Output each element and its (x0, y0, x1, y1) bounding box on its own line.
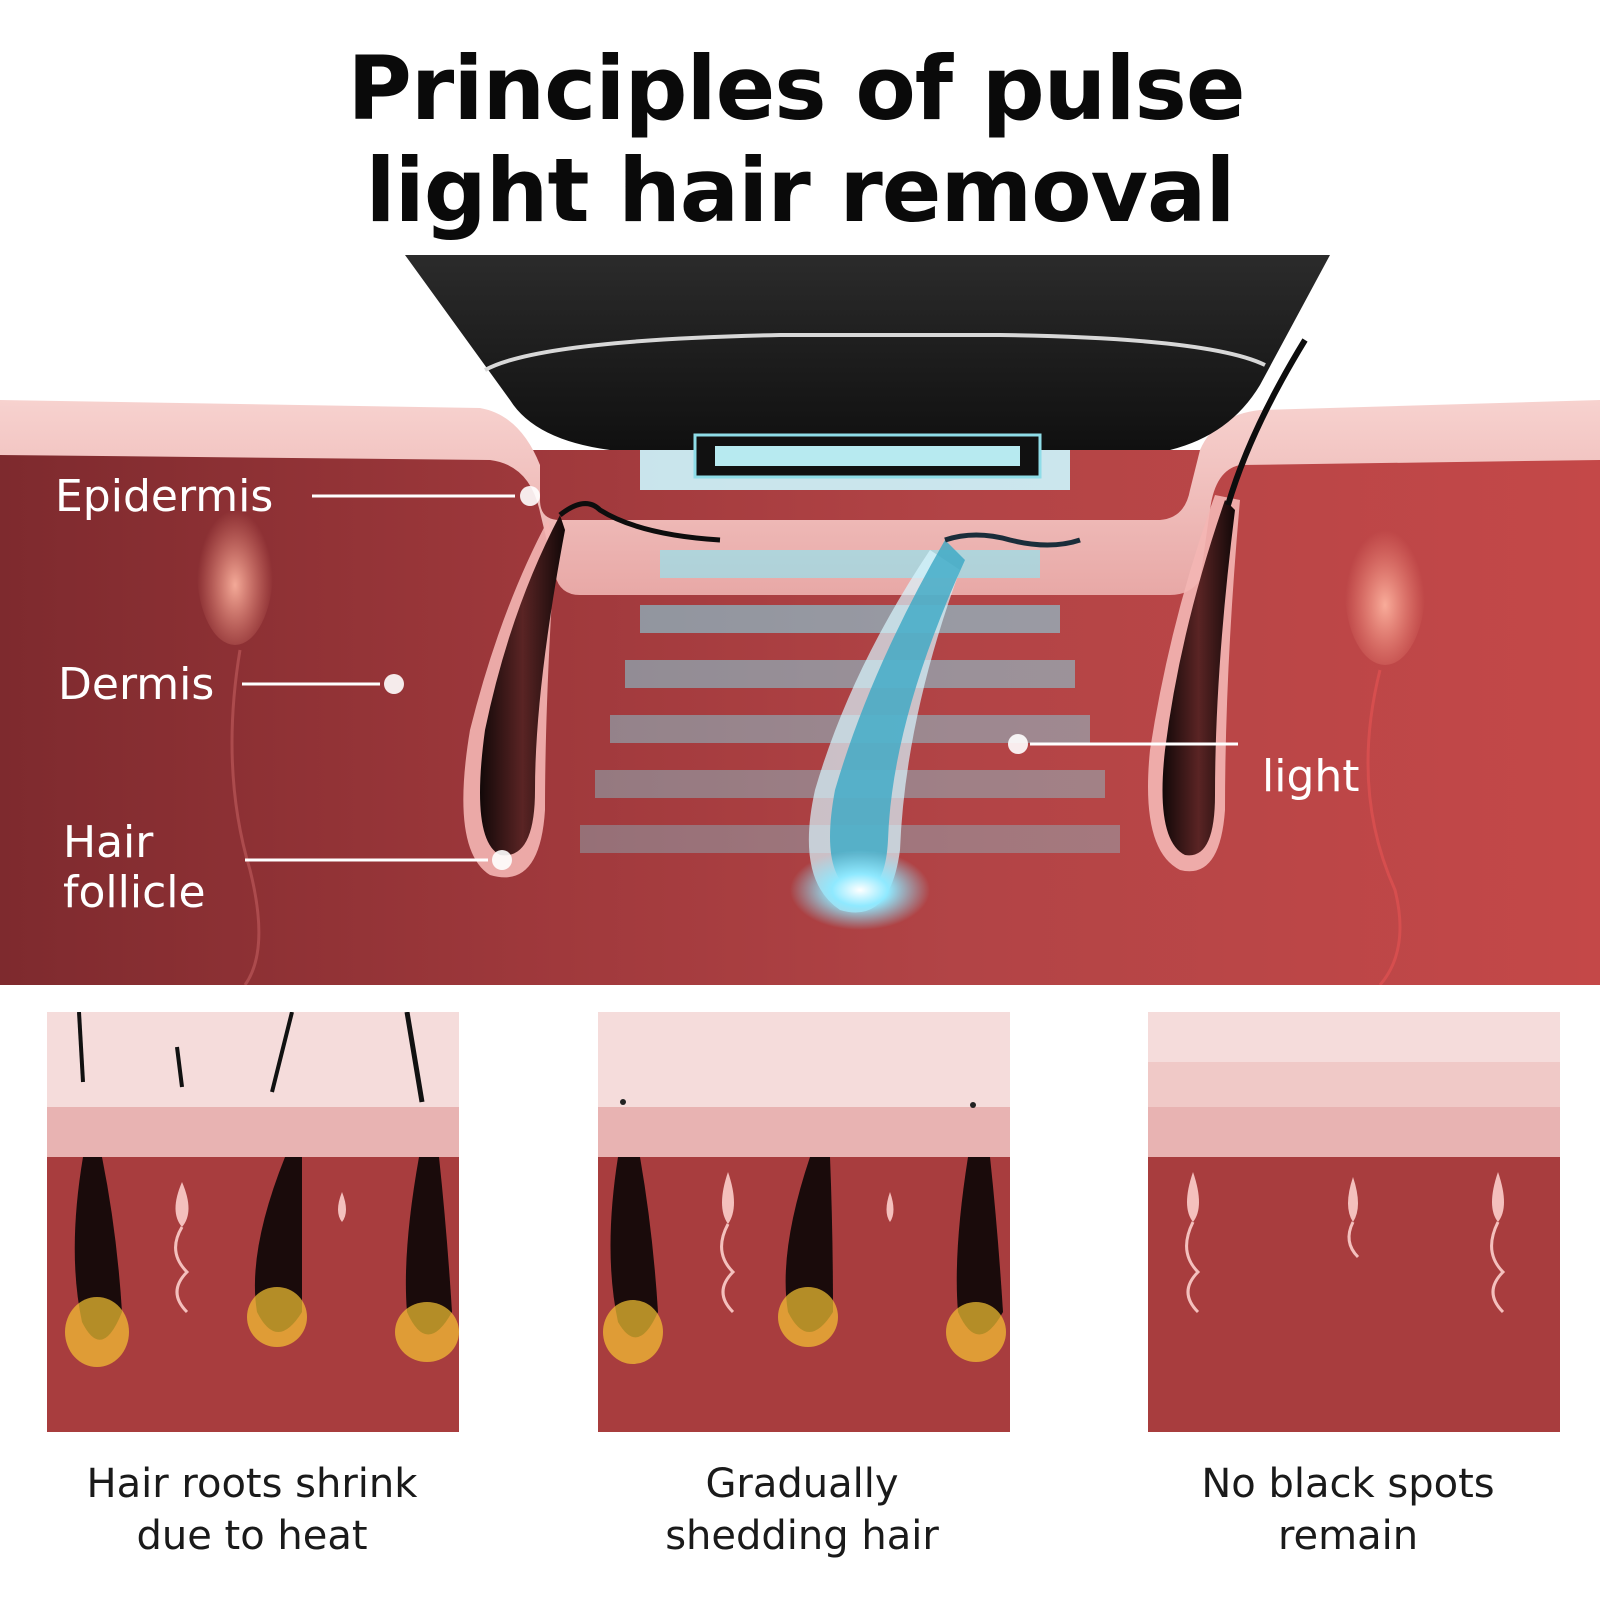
caption-stage-1: Hair roots shrink due to heat (22, 1458, 482, 1562)
stage-panel-shedding (598, 1012, 1010, 1432)
stage-panel-clean (1148, 1012, 1560, 1432)
label-light: light (1262, 751, 1360, 802)
page-title-line1: Principles of pulse (347, 37, 1245, 140)
caption-stage-3-line2: remain (1277, 1513, 1419, 1559)
ghost-follicle-left (197, 495, 273, 645)
label-epidermis: Epidermis (55, 471, 274, 522)
callout-dot-icon (520, 486, 540, 506)
label-dermis: Dermis (58, 659, 215, 710)
caption-stage-2-line2: shedding hair (665, 1513, 939, 1559)
caption-stage-1-line1: Hair roots shrink (86, 1461, 418, 1507)
light-impact-glow (790, 850, 930, 930)
label-hair-follicle-line2: follicle (63, 867, 206, 918)
ghost-follicle-right (1345, 515, 1425, 665)
label-hair-follicle-line1: Hair (63, 817, 154, 868)
ipl-device-icon (405, 255, 1330, 450)
caption-stage-2-line1: Gradually (705, 1461, 899, 1507)
skin-cross-section-diagram: Epidermis Dermis Hair follicle light (0, 250, 1600, 985)
hair-follicle-icon (74, 1157, 122, 1340)
hair-follicle-right (1162, 500, 1235, 856)
caption-stage-2: Gradually shedding hair (572, 1458, 1032, 1562)
hair-follicle-left (480, 515, 565, 856)
hair-follicle-center (830, 540, 965, 892)
page-title-line2: light hair removal (365, 139, 1235, 242)
caption-stage-3-line1: No black spots (1201, 1461, 1495, 1507)
stage-panel-shrink (47, 1012, 459, 1432)
caption-stage-1-line2: due to heat (136, 1513, 368, 1559)
skin-cross-section-illustration (0, 255, 1600, 985)
caption-stage-3: No black spots remain (1118, 1458, 1578, 1562)
